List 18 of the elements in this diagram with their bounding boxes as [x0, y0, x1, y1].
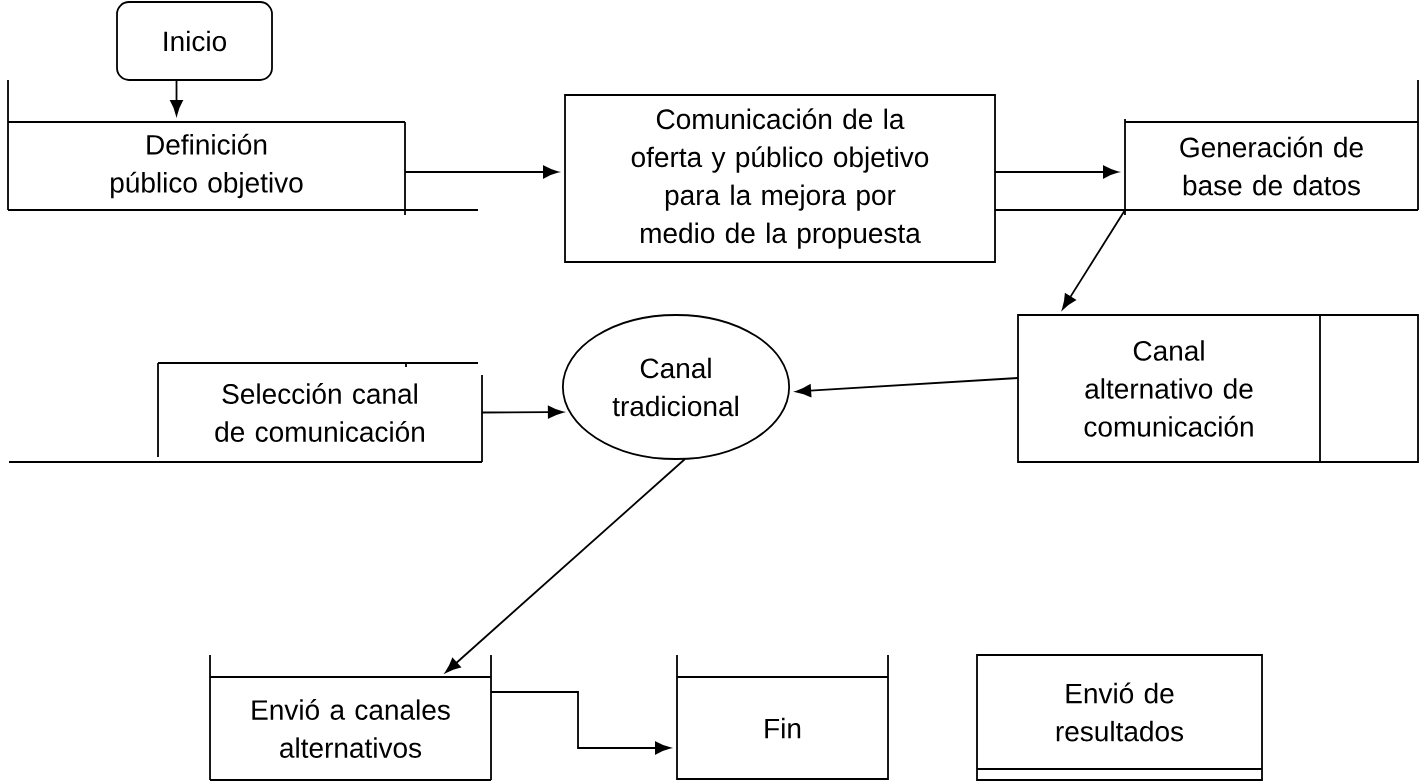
process-box: Selección canal de comunicación [157, 362, 483, 463]
terminal-box: Inicio [116, 1, 273, 81]
process-box: Definición público objetivo [7, 121, 406, 211]
process-box: Generación de base de datos [1124, 121, 1419, 211]
arrow [445, 458, 686, 673]
arrow [994, 165, 1119, 179]
ellipse-node: Canal tradicional [561, 314, 791, 460]
arrow [170, 79, 183, 116]
arrow [481, 405, 564, 419]
process-box: Envió a canales alternativos [209, 676, 492, 781]
process-box: Envió de resultados [976, 654, 1263, 781]
arrow [490, 691, 671, 755]
arrow [795, 377, 1019, 397]
arrow [1062, 209, 1126, 310]
arrow [404, 165, 559, 179]
process-box: Comunicación de la oferta y público objetivo para la mejora por medio de la propuesta [564, 94, 996, 263]
process-box: Fin [676, 676, 889, 781]
process-box: Canal alternativo de comunicación [1017, 314, 1419, 463]
